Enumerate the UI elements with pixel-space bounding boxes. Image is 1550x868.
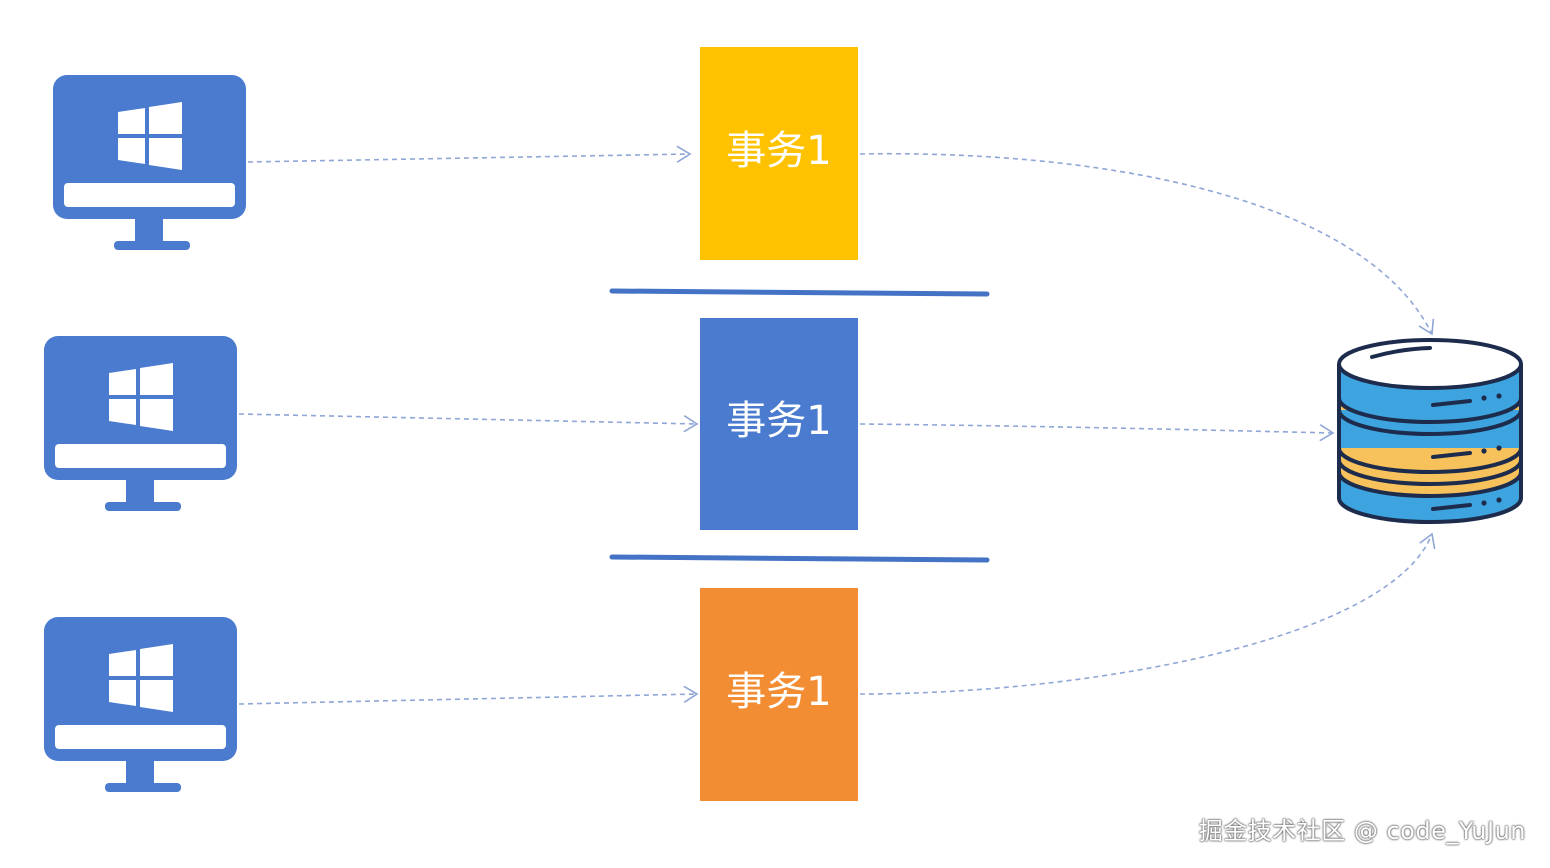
transaction-2-label: 事务1 [726,398,831,444]
watermark-text: 掘金技术社区 @ code_YuJun [1198,817,1526,845]
database-icon [1337,338,1523,524]
arrow-computer-1-to-tx-1 [247,145,692,163]
arrow-tx-1-to-database [859,152,1435,336]
computer-2-icon [44,336,237,511]
transaction-1-label: 事务1 [726,128,831,174]
transaction-box-1 [700,47,858,260]
transaction-box-3 [700,588,858,801]
arrow-computer-3-to-tx-3 [238,685,699,705]
arrow-computer-2-to-tx-2 [238,413,699,433]
transaction-box-2 [700,318,858,530]
computer-1-icon [53,75,246,250]
arrow-tx-2-to-database [859,423,1335,442]
divider-line-1 [609,288,990,297]
computer-3-icon [44,617,237,792]
divider-line-2 [609,554,990,563]
arrow-tx-3-to-database [859,532,1436,695]
transaction-3-label: 事务1 [726,669,831,715]
